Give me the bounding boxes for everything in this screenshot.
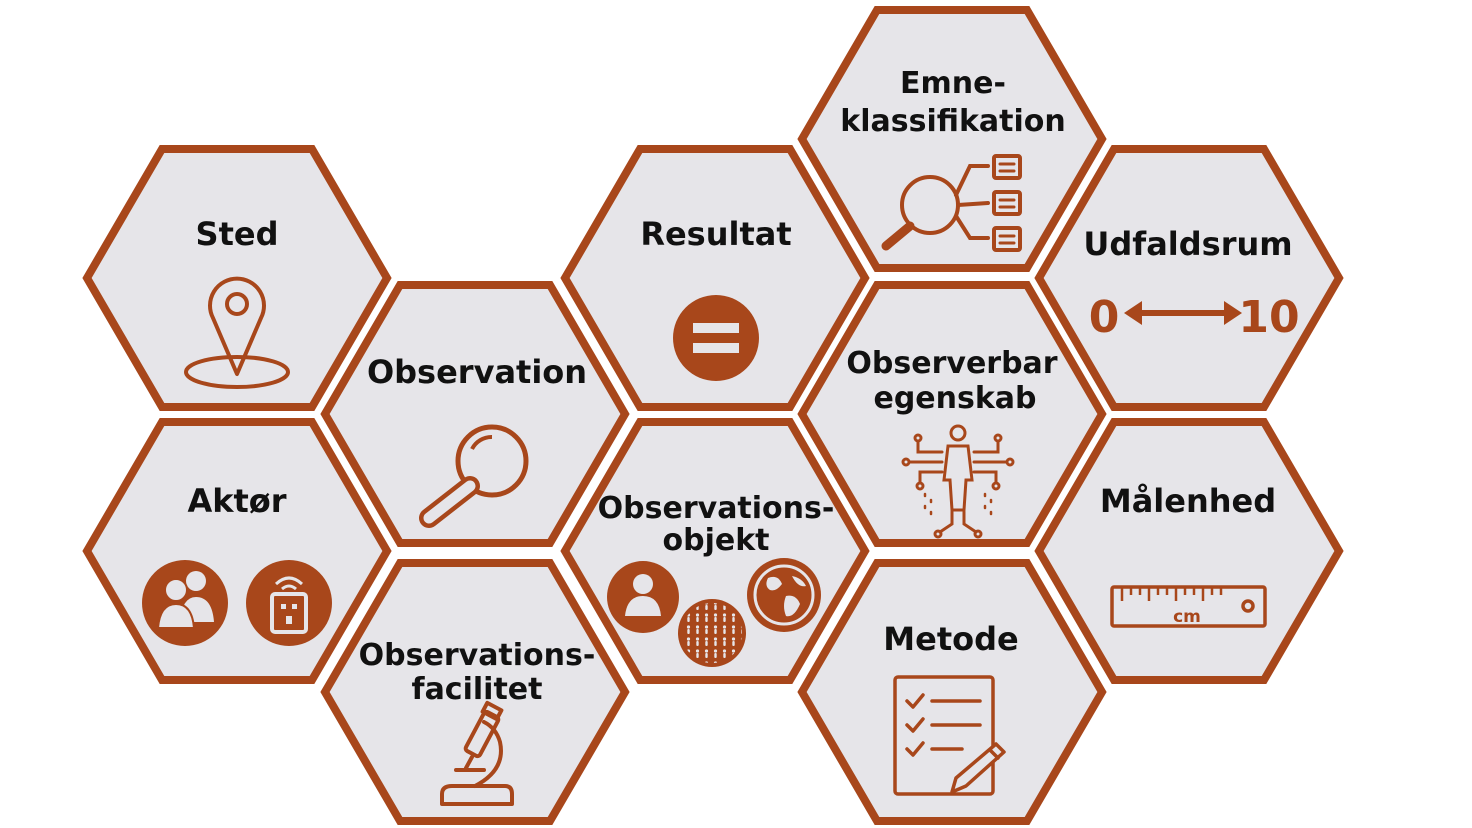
- hex-shape: [797, 559, 1107, 825]
- hex-label-facilitet-2: facilitet: [412, 672, 543, 707]
- hex-shape: [797, 6, 1107, 272]
- hex-shape: [1034, 418, 1344, 684]
- hex-metode: Metode: [797, 559, 1107, 825]
- hex-label-udfaldsrum: Udfaldsrum: [1083, 225, 1292, 263]
- hex-udfaldsrum: Udfaldsrum 0 10: [1034, 145, 1344, 411]
- hex-resultat: Resultat: [560, 145, 870, 411]
- location-pin-icon: [184, 276, 290, 389]
- hex-label-egenskab-2: egenskab: [873, 381, 1036, 416]
- magnifier-icon: [419, 424, 529, 528]
- double-arrow-icon: [1124, 301, 1242, 325]
- hex-label-resultat: Resultat: [640, 215, 791, 253]
- hex-shape: [797, 281, 1107, 547]
- ruler-unit: cm: [1173, 607, 1201, 627]
- range-max: 10: [1238, 292, 1299, 343]
- crowd-icon: [678, 599, 746, 667]
- hex-shape: [320, 281, 630, 547]
- hex-label-aktor: Aktør: [187, 482, 286, 520]
- hex-shape: [560, 145, 870, 411]
- hex-emneklassifikation: Emne- klassifikation: [797, 6, 1107, 272]
- hex-shape: [82, 418, 392, 684]
- iot-sensor-icon: [246, 560, 332, 646]
- globe-icon: [747, 558, 821, 632]
- equals-icon: [673, 295, 759, 381]
- search-list-icon: [881, 154, 1022, 252]
- hex-label-malenhed: Målenhed: [1100, 482, 1276, 520]
- hex-label-egenskab-1: Observerbar: [846, 346, 1057, 381]
- hex-observation: Observation: [320, 281, 630, 547]
- hex-observationsobjekt: Observations- objekt: [560, 418, 870, 684]
- person-icon: [607, 561, 679, 633]
- hex-observerbar-egenskab: Observerbar egenskab: [797, 281, 1107, 547]
- hex-shape: [1034, 145, 1344, 411]
- checklist-icon: [893, 675, 1006, 796]
- people-group-icon: [142, 560, 228, 646]
- hex-label-objekt-2: objekt: [662, 523, 769, 558]
- hex-label-sted: Sted: [196, 215, 279, 253]
- hex-observationsfacilitet: Observations- facilitet: [320, 559, 630, 825]
- hex-label-facilitet-1: Observations-: [359, 638, 596, 673]
- hex-label-objekt-1: Observations-: [598, 491, 835, 526]
- hex-sted: Sted: [82, 145, 392, 411]
- body-sensor-icon: [901, 424, 1015, 539]
- hex-aktor: Aktør: [82, 418, 392, 684]
- hex-label-emne-2: klassifikation: [840, 104, 1066, 139]
- microscope-icon: [440, 700, 514, 806]
- range-min: 0: [1089, 292, 1120, 343]
- hex-label-metode: Metode: [883, 620, 1018, 658]
- hex-label-emne-1: Emne-: [900, 66, 1006, 101]
- hex-label-observation: Observation: [367, 353, 587, 391]
- hex-shape: [320, 559, 630, 825]
- hex-malenhed: Målenhed cm: [1034, 418, 1344, 684]
- ruler-icon: [1110, 585, 1267, 628]
